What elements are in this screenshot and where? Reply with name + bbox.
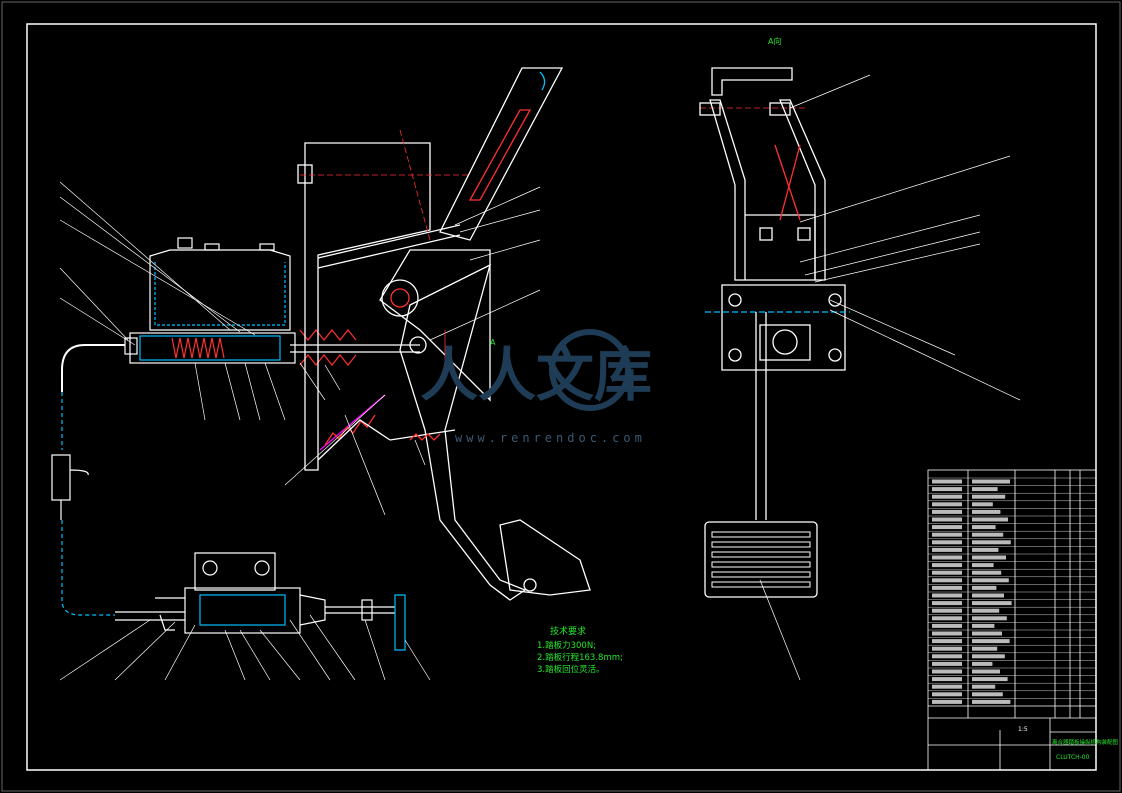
- drawing-name: 离合器踏板操纵机构装配图: [1052, 738, 1119, 746]
- bom-cell-mark: [932, 669, 962, 674]
- bom-cell-mark: [972, 479, 1010, 484]
- bom-cell-mark: [932, 525, 962, 530]
- bom-rows: [928, 477, 1096, 704]
- slave-cylinder-assembly: [115, 552, 406, 651]
- bom-cell-mark: [932, 654, 962, 659]
- bom-cell-mark: [972, 593, 1004, 598]
- tech-title: 技术要求: [550, 625, 586, 637]
- bom-cell-mark: [972, 623, 995, 628]
- bom-cell-mark: [932, 639, 962, 644]
- bom-cell-mark: [932, 547, 962, 552]
- bom-cell-mark: [972, 563, 994, 568]
- bom-cell-mark: [932, 570, 962, 575]
- bom-cell-mark: [932, 601, 962, 606]
- bom-cell-mark: [932, 479, 962, 484]
- bom-cell-mark: [932, 563, 962, 568]
- bom-cell-mark: [972, 585, 997, 590]
- bom-cell-mark: [972, 608, 1000, 613]
- bom-cell-mark: [932, 502, 962, 507]
- bom-cell-mark: [972, 684, 996, 689]
- bom-cell-mark: [972, 555, 1006, 560]
- bom-cell-mark: [932, 532, 962, 537]
- bom-cell-mark: [972, 509, 1001, 514]
- bom-cell-mark: [972, 646, 998, 651]
- bom-cell-mark: [932, 692, 962, 697]
- drawing-code: CLUTCH-00: [1056, 754, 1090, 761]
- bom-cell-mark: [932, 540, 962, 545]
- bom-cell-mark: [972, 616, 1007, 621]
- bom-cell-mark: [972, 494, 1006, 499]
- view-a: [699, 67, 850, 598]
- leader-lines-left: [59, 181, 541, 681]
- bom-cell-mark: [972, 661, 993, 666]
- section-mark-label: A: [490, 338, 496, 347]
- bom-cell-mark: [932, 646, 962, 651]
- bom-cell-mark: [932, 593, 962, 598]
- bom-cell-mark: [932, 487, 962, 492]
- section-marker: A: [444, 330, 496, 360]
- bom-cell-mark: [972, 517, 1008, 522]
- master-cylinder-assembly: [51, 237, 420, 616]
- pedal-bracket: [297, 129, 491, 471]
- bom-cell-mark: [932, 517, 962, 522]
- watermark: 人人文库 www.renrendoc.com: [420, 329, 652, 445]
- bom-cell-mark: [932, 494, 962, 499]
- bom-cell-mark: [972, 677, 1008, 682]
- bom-cell-mark: [972, 631, 1002, 636]
- bom-cell-mark: [972, 547, 999, 552]
- bom-cell-mark: [972, 578, 1009, 583]
- bom-cell-mark: [932, 699, 962, 704]
- bom-cell-mark: [932, 661, 962, 666]
- bom-cell-mark: [932, 677, 962, 682]
- bom-cell-mark: [972, 669, 1000, 674]
- title-block: [927, 469, 1097, 771]
- bom-cell-mark: [932, 623, 962, 628]
- bom-cell-mark: [932, 608, 962, 613]
- bom-cell-mark: [932, 616, 962, 621]
- bom-cell-mark: [972, 601, 1012, 606]
- bom-cell-mark: [932, 631, 962, 636]
- bom-cell-mark: [932, 509, 962, 514]
- bom-cell-mark: [972, 654, 1005, 659]
- bom-cell-mark: [972, 487, 998, 492]
- bom-cell-mark: [972, 692, 1003, 697]
- bom-cell-mark: [932, 684, 962, 689]
- bom-cell-mark: [972, 699, 1011, 704]
- technical-requirements: 技术要求 1.踏板力300N; 2.踏板行程163.8mm; 3.踏板回位灵活。: [537, 625, 623, 675]
- view-label: A向: [768, 36, 781, 46]
- drawing-scale: 1:5: [1018, 726, 1028, 733]
- bom-cell-mark: [932, 578, 962, 583]
- leader-lines-right: [759, 74, 1021, 681]
- pedal-arm: [317, 67, 591, 601]
- bom-cell-mark: [932, 585, 962, 590]
- bom-cell-mark: [972, 532, 1004, 537]
- bom-cell-mark: [972, 639, 1010, 644]
- tech-line-2: 2.踏板行程163.8mm;: [537, 652, 623, 663]
- watermark-text: 人人文库: [420, 341, 652, 409]
- bom-cell-mark: [972, 540, 1011, 545]
- bom-cell-mark: [932, 555, 962, 560]
- watermark-url: www.renrendoc.com: [455, 431, 646, 445]
- bom-cell-mark: [972, 502, 993, 507]
- bom-cell-mark: [972, 570, 1002, 575]
- tech-line-1: 1.踏板力300N;: [537, 640, 596, 651]
- drawing-border: [26, 23, 1097, 771]
- tech-line-3: 3.踏板回位灵活。: [537, 664, 605, 675]
- bom-cell-mark: [972, 525, 996, 530]
